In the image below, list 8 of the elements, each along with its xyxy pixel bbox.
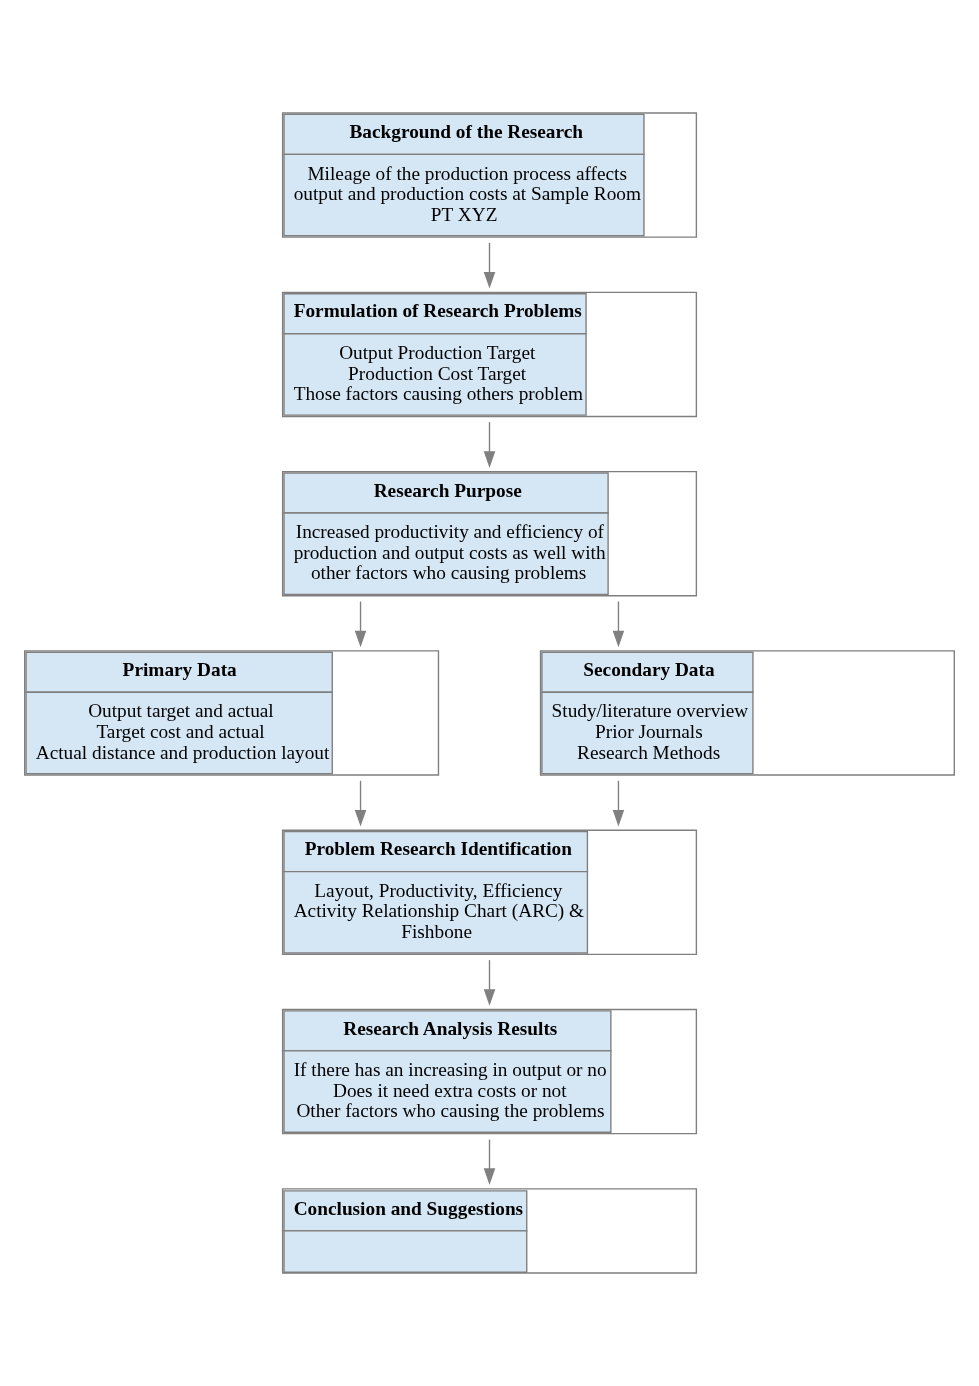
arrow: [354, 600, 367, 648]
arrow: [483, 959, 496, 1006]
arrow: [612, 780, 625, 827]
arrow: [483, 421, 496, 468]
arrow: [483, 242, 496, 289]
arrow: [483, 1138, 496, 1185]
arrow: [612, 600, 625, 648]
arrow: [354, 780, 367, 827]
